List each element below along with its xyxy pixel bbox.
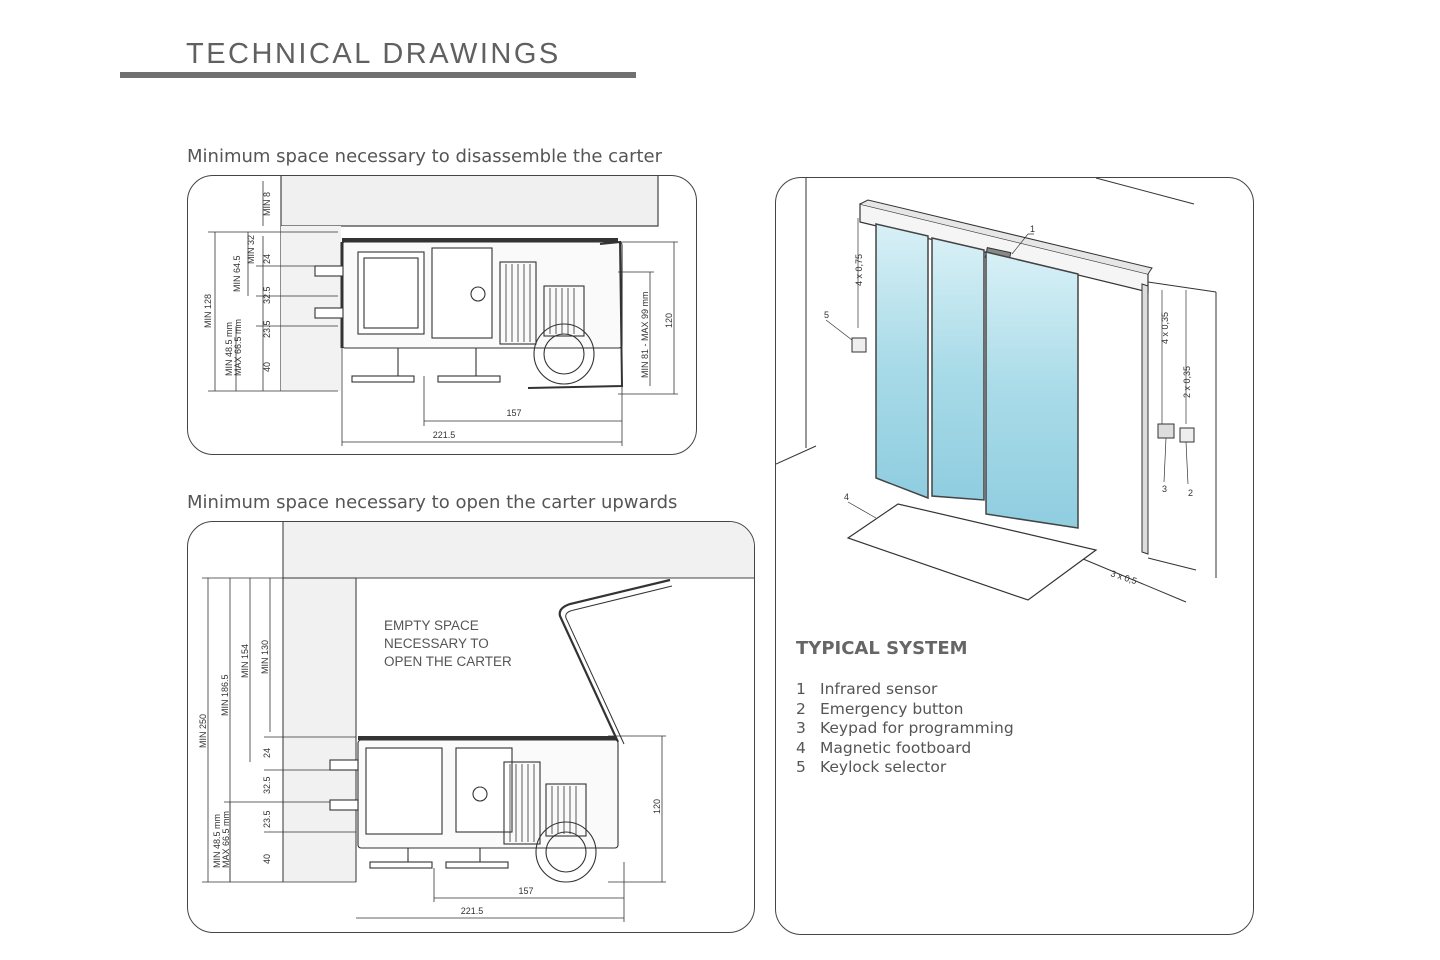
- callout-5: 5: [824, 310, 829, 320]
- dim-40: 40: [262, 854, 272, 864]
- dim-min128: MIN 128: [203, 294, 213, 328]
- lifted-cover: [558, 578, 671, 743]
- dim-min130: MIN 130: [260, 640, 270, 674]
- emergency-button-icon: [1179, 427, 1195, 443]
- note-line-2: NECESSARY TO: [384, 636, 489, 651]
- room-walls: [776, 178, 1217, 603]
- legend-number: 3: [796, 719, 806, 737]
- legend-label: Keylock selector: [820, 758, 947, 776]
- legend-label: Emergency button: [820, 699, 964, 718]
- ceiling-band: [281, 176, 658, 226]
- legend-item: 5 Keylock selector: [796, 758, 1014, 778]
- dim-max66-5: MAX 66.5 mm: [221, 811, 231, 868]
- dim-120: 120: [652, 799, 662, 814]
- callout-2: 2: [1188, 488, 1193, 498]
- operator-mechanism: [329, 736, 619, 883]
- note-line-1: EMPTY SPACE: [384, 618, 479, 633]
- dim-max66-5: MAX 66.5 mm: [233, 319, 243, 376]
- legend-item: 1 Infrared sensor: [796, 680, 1014, 700]
- callout-4: 4: [844, 492, 849, 502]
- legend-number: 1: [796, 680, 806, 698]
- right-dimension-lines: [356, 735, 666, 922]
- disassemble-drawing-panel: MIN 8 MIN 32 MIN 64.5 MIN 128 24 32.5 23…: [187, 175, 697, 455]
- glass-panel-right: [985, 251, 1079, 529]
- typical-system-panel: 1 2 3 4 5 4 x 0,75 4 x 0,35 2 x 0,35 3 x…: [775, 177, 1254, 935]
- dim-min154: MIN 154: [240, 644, 250, 678]
- dim-120: 120: [664, 313, 674, 328]
- dim-min645: MIN 64.5: [232, 255, 242, 292]
- legend-label: Magnetic footboard: [820, 738, 972, 757]
- door-illustration: 1 2 3 4 5 4 x 0,75 4 x 0,35 2 x 0,35 3 x…: [776, 178, 1217, 603]
- legend-number: 5: [796, 758, 806, 776]
- title-rule: [120, 72, 636, 78]
- legend-item: 2 Emergency button: [796, 700, 1014, 720]
- callout-1: 1: [1030, 224, 1035, 234]
- note-line-3: OPEN THE CARTER: [384, 654, 512, 669]
- keypad-icon: [1157, 423, 1175, 439]
- legend-number: 2: [796, 699, 806, 718]
- dim-32-5: 32.5: [262, 286, 272, 304]
- dim-min81-max99: MIN 81 - MAX 99 mm: [640, 291, 650, 378]
- door-frame-post: [1141, 283, 1149, 555]
- dim-min32: MIN 32: [246, 235, 256, 264]
- cable-label-3x05: 3 x 0,5: [1109, 568, 1138, 586]
- top-panel-caption: Minimum space necessary to disassemble t…: [187, 146, 663, 167]
- dim-221-5: 221.5: [433, 430, 456, 440]
- dim-32-5: 32.5: [262, 776, 272, 794]
- dim-157: 157: [518, 886, 533, 896]
- page-title: TECHNICAL DRAWINGS: [186, 38, 561, 70]
- dim-min186-5: MIN 186.5: [220, 674, 230, 716]
- dim-40: 40: [262, 362, 272, 372]
- operator-mechanism: [314, 238, 624, 389]
- dim-min48-5: MIN 48.5 mm: [212, 814, 222, 868]
- dim-min250: MIN 250: [198, 714, 208, 748]
- open-upwards-drawing: EMPTY SPACE NECESSARY TO OPEN THE CARTER…: [198, 522, 754, 922]
- legend-item: 3 Keypad for programming: [796, 719, 1014, 739]
- left-dimension-lines: [208, 181, 338, 392]
- open-upwards-drawing-panel: EMPTY SPACE NECESSARY TO OPEN THE CARTER…: [187, 521, 755, 933]
- dim-157: 157: [506, 408, 521, 418]
- component-legend: 1 Infrared sensor 2 Emergency button 3 Keyp…: [796, 680, 1014, 778]
- glass-panel-middle: [931, 237, 985, 501]
- dim-23-5: 23.5: [262, 320, 272, 338]
- legend-label: Infrared sensor: [820, 680, 938, 698]
- keylock-selector-icon: [851, 337, 867, 353]
- dim-23-5: 23.5: [262, 810, 272, 828]
- legend-item: 4 Magnetic footboard: [796, 739, 1014, 759]
- callout-leaders: [825, 218, 1189, 519]
- legend-number: 4: [796, 738, 806, 757]
- dim-24: 24: [262, 748, 272, 758]
- typical-system-heading: TYPICAL SYSTEM: [796, 638, 968, 659]
- dim-min48-5: MIN 48.5 mm: [224, 322, 234, 376]
- dim-min8: MIN 8: [262, 192, 272, 216]
- cable-label-2x035: 2 x 0,35: [1182, 366, 1192, 398]
- magnetic-footboard: [846, 503, 1098, 601]
- dim-24: 24: [262, 254, 272, 264]
- bottom-panel-caption: Minimum space necessary to open the cart…: [187, 492, 678, 513]
- cable-label-4x035: 4 x 0,35: [1160, 312, 1170, 344]
- cable-label-4x075: 4 x 0,75: [854, 254, 864, 286]
- legend-label: Keypad for programming: [820, 719, 1014, 737]
- callout-3: 3: [1162, 484, 1167, 494]
- disassemble-drawing: MIN 8 MIN 32 MIN 64.5 MIN 128 24 32.5 23…: [203, 176, 678, 446]
- glass-panel-left: [875, 223, 929, 500]
- dim-221-5: 221.5: [461, 906, 484, 916]
- right-dimension-lines: [341, 241, 678, 446]
